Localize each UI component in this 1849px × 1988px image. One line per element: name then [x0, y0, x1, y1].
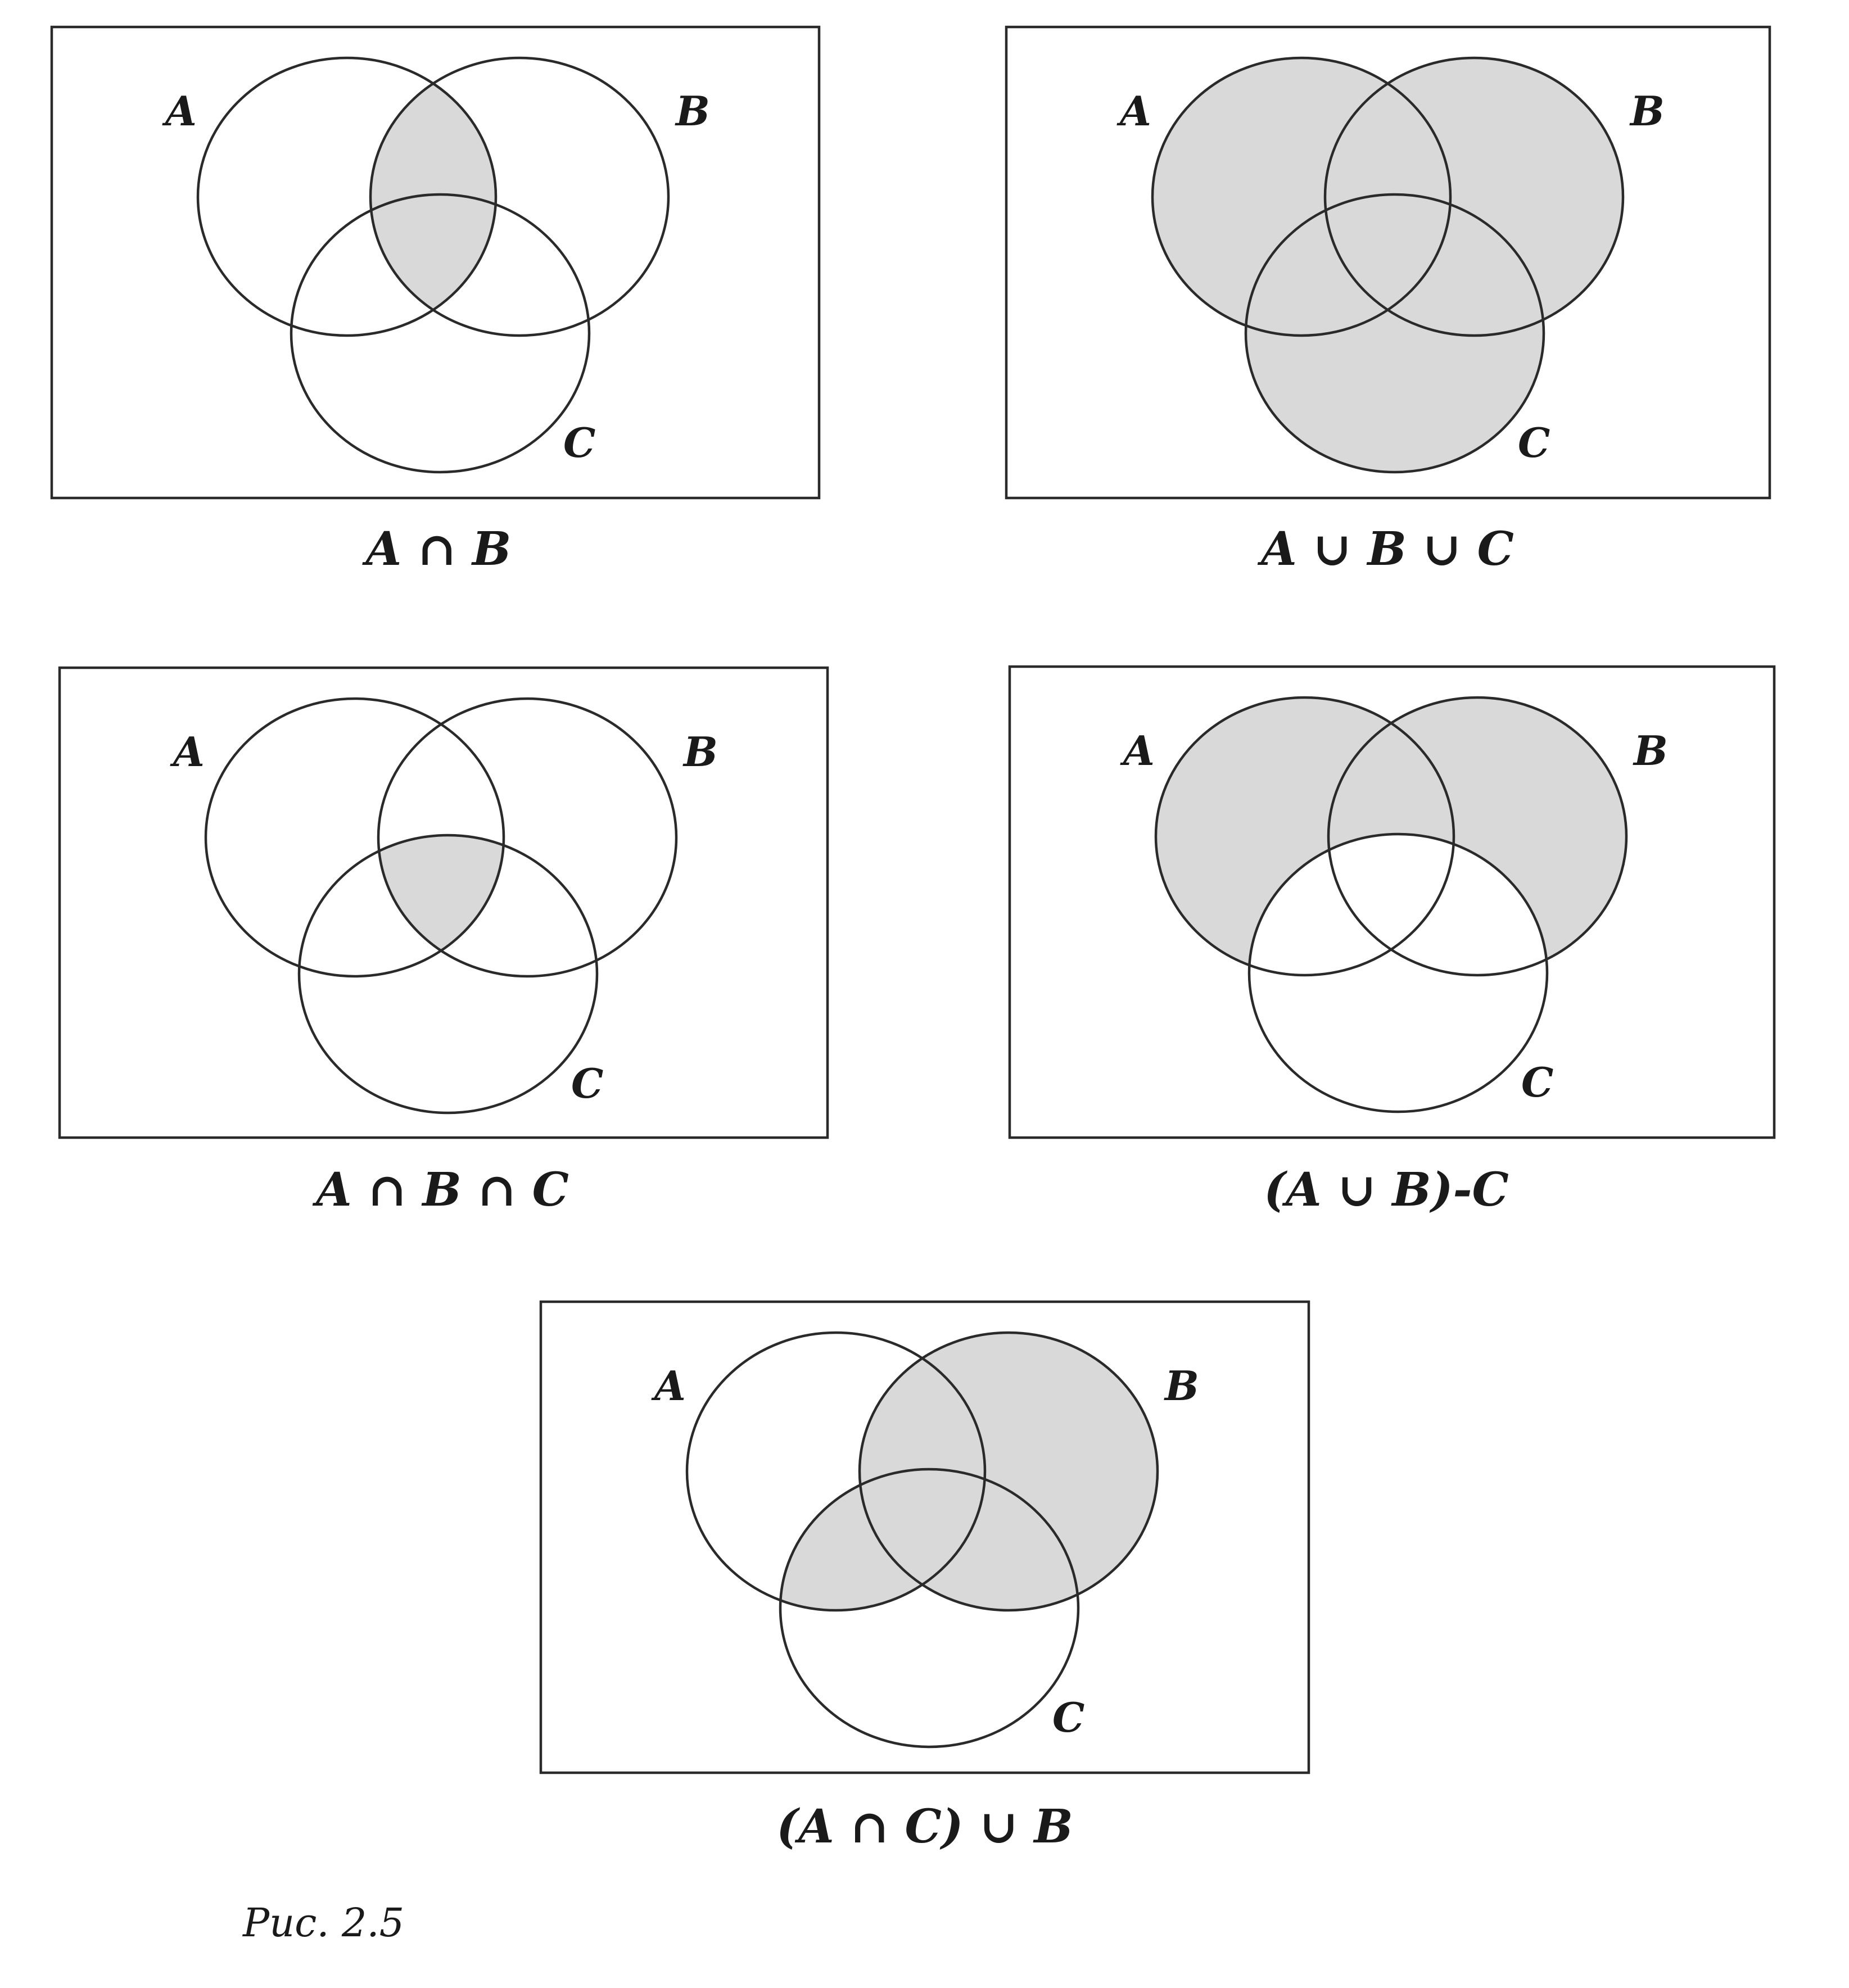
set-c-label: C [1521, 1058, 1553, 1106]
set-a-label: A [170, 728, 205, 776]
set-b-circle [377, 697, 678, 978]
panel-caption: (A ∩ C) ∪ B [776, 1800, 1073, 1854]
venn-panel: A B C A ∪ B ∪ C [1005, 25, 1771, 576]
universe-frame [58, 666, 829, 1139]
set-a-circle [196, 56, 498, 337]
universe-frame [1008, 665, 1776, 1139]
set-a-label: A [162, 87, 197, 135]
set-c-circle [779, 1468, 1080, 1749]
set-b-label: B [675, 87, 710, 135]
set-a-label: A [651, 1362, 686, 1410]
set-c-circle [1244, 193, 1545, 474]
set-b-circle [369, 56, 670, 337]
set-a-circle [1151, 56, 1452, 337]
universe-frame [1005, 25, 1771, 500]
set-c-circle [1247, 832, 1549, 1113]
venn-panel: A B C A ∩ B [50, 25, 821, 576]
set-b-circle [858, 1331, 1159, 1612]
set-b-circle [1323, 56, 1625, 337]
venn-panel: A B C (A ∩ C) ∪ B [539, 1300, 1310, 1854]
panel-caption: A ∩ B ∩ C [312, 1163, 569, 1217]
figure-caption: Рис. 2.5 [242, 1900, 404, 1946]
set-a-circle [1154, 696, 1455, 977]
panel-caption: (A ∪ B)-C [1264, 1163, 1509, 1217]
set-b-circle [1327, 696, 1628, 977]
set-c-circle [290, 193, 591, 474]
panel-caption: A ∩ B [362, 522, 512, 576]
set-c-label: C [563, 419, 595, 467]
set-a-label: A [1120, 727, 1155, 775]
set-b-label: B [1629, 87, 1665, 135]
set-b-label: B [1164, 1362, 1199, 1410]
set-c-label: C [571, 1059, 603, 1107]
set-a-circle [204, 697, 505, 978]
venn-panel: A B C (A ∪ B)-C [1008, 665, 1776, 1217]
set-a-label: A [1116, 87, 1151, 135]
set-c-label: C [1518, 419, 1550, 467]
set-b-label: B [1633, 727, 1668, 775]
universe-frame [50, 25, 821, 500]
set-c-label: C [1052, 1693, 1084, 1741]
universe-frame [539, 1300, 1310, 1774]
set-a-circle [685, 1331, 987, 1612]
panel-caption: A ∪ B ∪ C [1257, 522, 1514, 576]
set-b-label: B [682, 728, 718, 776]
set-c-circle [297, 834, 599, 1115]
venn-panel: A B C A ∩ B ∩ C [58, 666, 829, 1217]
